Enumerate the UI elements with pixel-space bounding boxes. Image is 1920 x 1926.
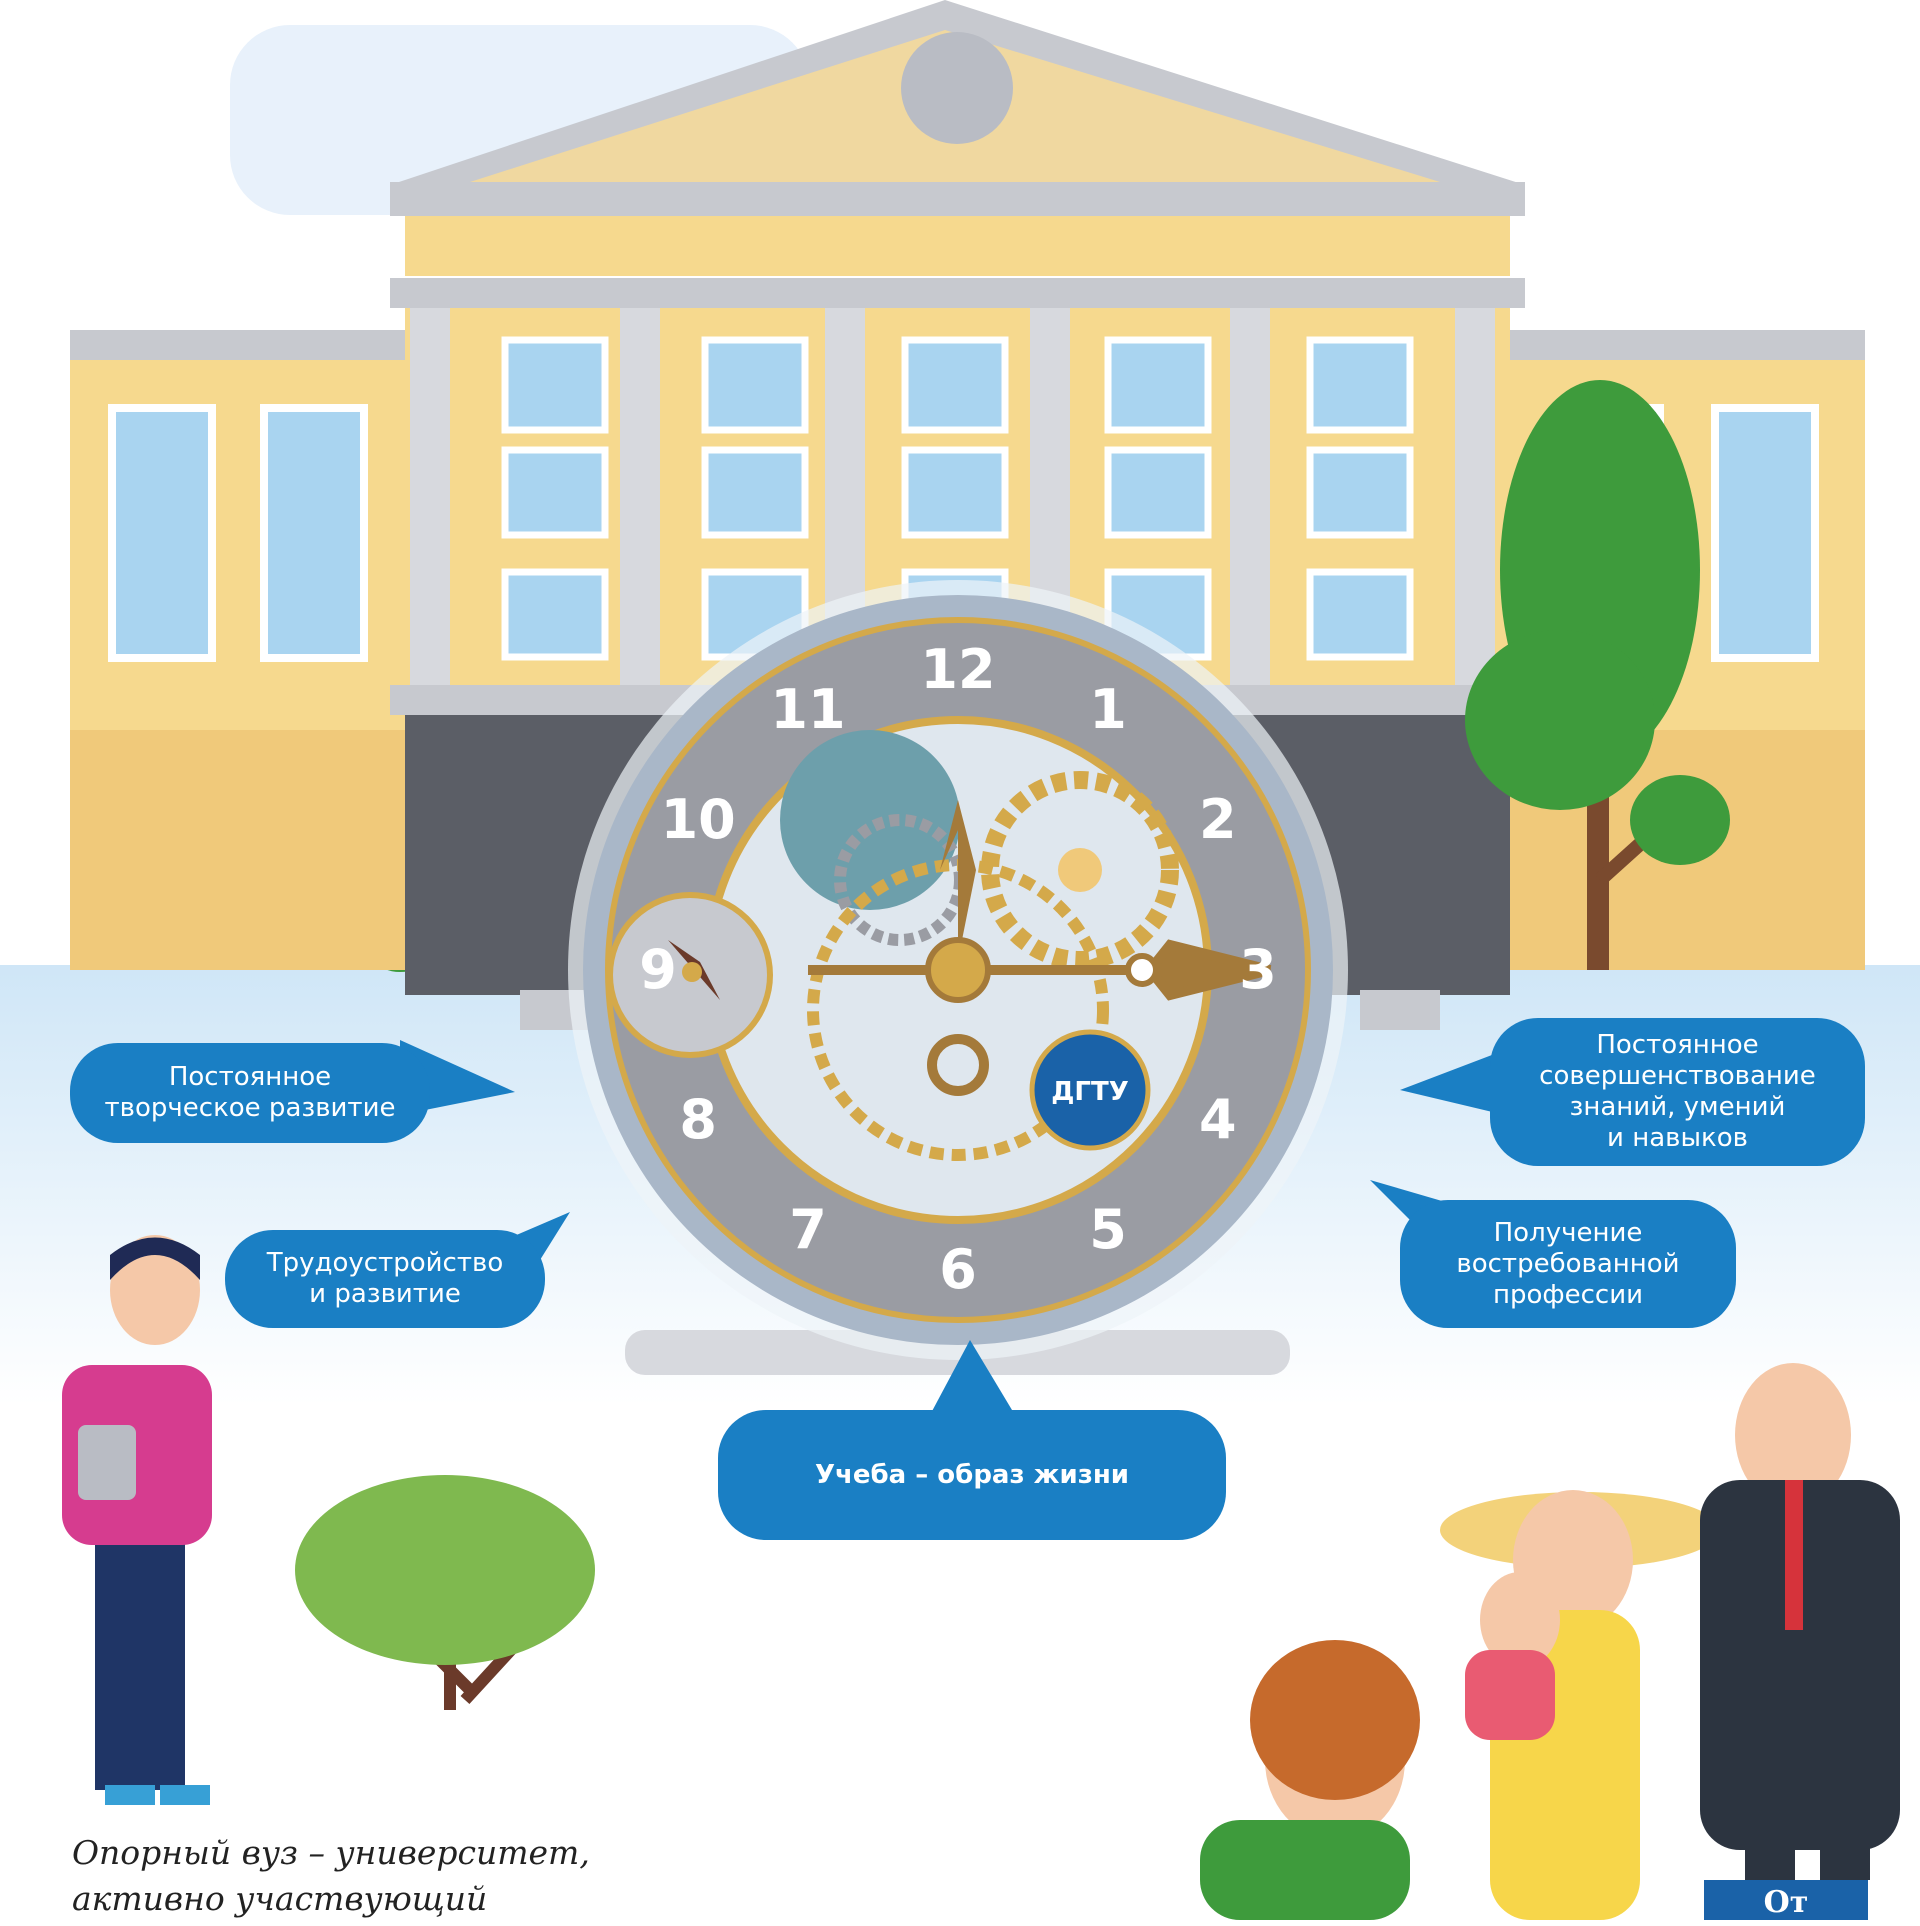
clock-numeral-2: 2 [1199, 788, 1237, 851]
clock-numeral-10: 10 [661, 788, 736, 851]
hour-hand [940, 800, 976, 960]
clock-numeral-3: 3 [1239, 938, 1277, 1001]
clock-numeral-1: 1 [1089, 678, 1127, 741]
bubble-tail-improvement [1400, 1050, 1505, 1115]
clock-numeral-11: 11 [770, 678, 845, 741]
tree-right [1465, 380, 1730, 970]
badge-from: От [1704, 1880, 1868, 1920]
building-left-wing [70, 330, 410, 970]
shrub-center [295, 1475, 595, 1710]
clock-numeral-7: 7 [789, 1198, 827, 1261]
clock-numeral-6: 6 [939, 1238, 977, 1301]
bubble-profession: Получение востребованной профессии [1400, 1200, 1736, 1328]
bubble-improvement: Постоянное совершенствование знаний, уме… [1490, 1018, 1865, 1166]
clock-numeral-4: 4 [1199, 1088, 1237, 1151]
clock-logo-text: ДГТУ [1051, 1077, 1129, 1107]
caption-text: Опорный вуз – университет, активно участ… [72, 1833, 590, 1918]
bubble-employment: Трудоустройство и развитие [225, 1230, 545, 1328]
bubble-tail-study [930, 1340, 1015, 1415]
student-girl [62, 1235, 212, 1805]
clock-numeral-9: 9 [639, 938, 677, 1001]
family-group [1200, 1363, 1900, 1920]
bubble-creative-development: Постоянное творческое развитие [70, 1043, 430, 1143]
clock-numeral-8: 8 [679, 1088, 717, 1151]
clock-numeral-5: 5 [1089, 1198, 1127, 1261]
clock-numeral-12: 12 [920, 638, 995, 701]
bubble-study-lifestyle: Учеба – образ жизни [718, 1410, 1226, 1540]
